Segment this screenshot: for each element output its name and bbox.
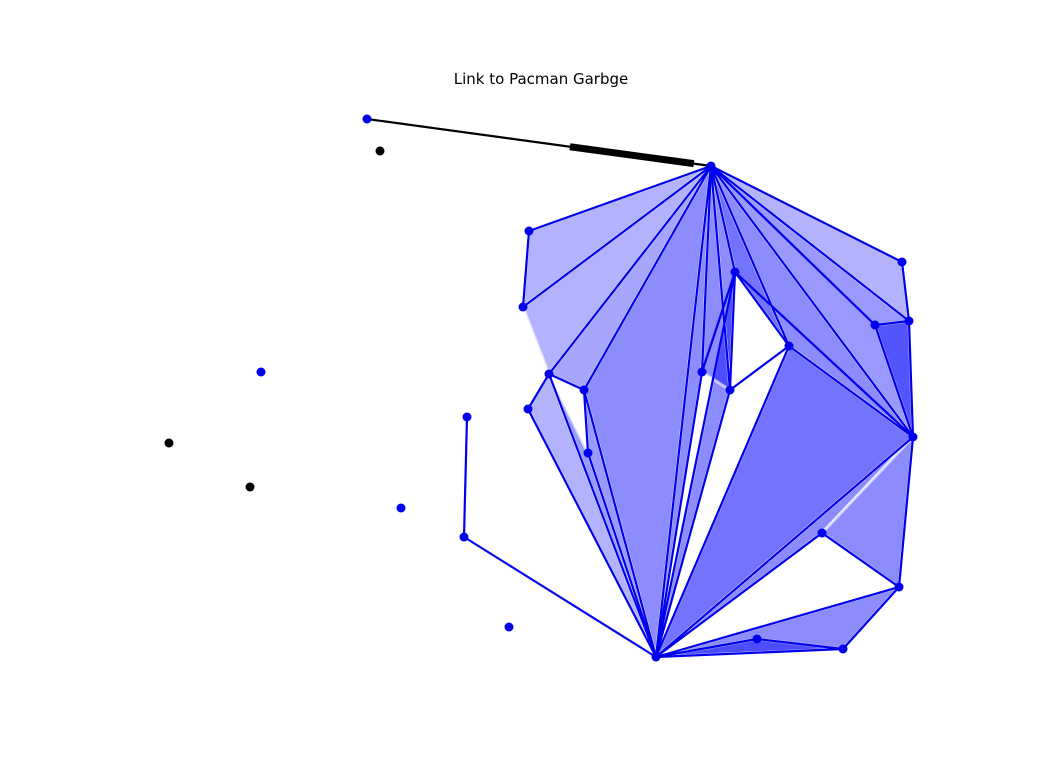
edge-L-C10 [654, 435, 915, 659]
node-C3 [544, 369, 554, 379]
edge-H-C11 [709, 164, 911, 323]
edge-H-C3 [547, 164, 713, 376]
edge-L-C8 [654, 270, 737, 659]
node-C4 [579, 385, 589, 395]
network-nodes [164, 114, 918, 662]
node-C17 [752, 634, 762, 644]
edge-C11-C12 [873, 319, 911, 327]
node-C5 [583, 448, 593, 458]
node-I4 [396, 503, 406, 513]
link-arrow-0 [569, 143, 695, 168]
edge-H-L [654, 164, 713, 659]
edge-C8-C7 [728, 270, 737, 392]
edge-H-C12 [709, 164, 877, 327]
edge-H-C7 [709, 164, 732, 392]
edge-L-C17 [654, 637, 759, 659]
edge-C3-C18 [526, 372, 551, 411]
edge-P1-P2 [462, 415, 469, 539]
edge-L-C3 [547, 372, 658, 659]
edge-C7-C9 [728, 344, 791, 392]
edge-C11-C10 [907, 319, 915, 439]
edge-H-C2 [521, 164, 713, 309]
edge-L-C15 [654, 585, 901, 659]
edge-C10-C15 [897, 435, 915, 589]
edge-L-C9 [654, 344, 791, 659]
node-C11 [904, 316, 914, 326]
edge-H-C13 [709, 164, 904, 264]
node-I5 [504, 622, 514, 632]
edge-C12-C10 [873, 323, 915, 439]
edge-L-P2 [462, 535, 658, 659]
link-edges [366, 117, 712, 168]
node-C9 [784, 341, 794, 351]
node-C15 [894, 582, 904, 592]
node-I3 [245, 482, 255, 492]
edge-C8-C10 [733, 270, 915, 439]
edge-H-C8 [709, 164, 737, 274]
edge-H-C6 [700, 164, 713, 374]
node-C7 [725, 385, 735, 395]
node-P1 [462, 412, 472, 422]
node-I2 [164, 438, 174, 448]
network-edges [462, 164, 915, 659]
edge-C1-C2 [521, 229, 531, 309]
edge-C9-C10 [787, 344, 915, 439]
node-L [651, 652, 661, 662]
node-B [375, 146, 385, 156]
edge-H-C9 [709, 164, 791, 348]
node-P2 [459, 532, 469, 542]
edge-C15-C16 [841, 585, 901, 651]
node-C6 [697, 367, 707, 377]
edge-H-C4 [582, 164, 713, 392]
edge-H-C10 [709, 164, 915, 439]
edge-C14-C15 [820, 531, 901, 589]
edge-L-C16 [654, 647, 845, 659]
node-C16 [838, 644, 848, 654]
edge-L-C4 [582, 388, 658, 659]
edge-L-C7 [654, 388, 732, 659]
edge-C8-C6 [700, 270, 737, 374]
node-C13 [897, 257, 907, 267]
node-C18 [523, 404, 533, 414]
edge-C8-C9 [733, 270, 791, 348]
edge-L-C14 [654, 531, 824, 659]
edge-C4-C5 [582, 388, 590, 455]
node-A [362, 114, 372, 124]
edge-C11-C13 [900, 260, 911, 323]
node-C8 [730, 267, 740, 277]
node-C1 [524, 226, 534, 236]
edge-L-C18 [526, 407, 658, 659]
edge-C16-C17 [755, 637, 845, 651]
node-C14 [817, 528, 827, 538]
node-I1 [256, 367, 266, 377]
node-C10 [908, 432, 918, 442]
edge-C3-C4 [547, 372, 586, 392]
figure-title: Link to Pacman Garbge [454, 70, 628, 88]
node-H [706, 161, 716, 171]
edge-L-C5 [586, 451, 658, 659]
edge-L-C6 [654, 370, 704, 659]
node-C12 [870, 320, 880, 330]
edge-H-C1 [527, 164, 713, 233]
node-C2 [518, 302, 528, 312]
